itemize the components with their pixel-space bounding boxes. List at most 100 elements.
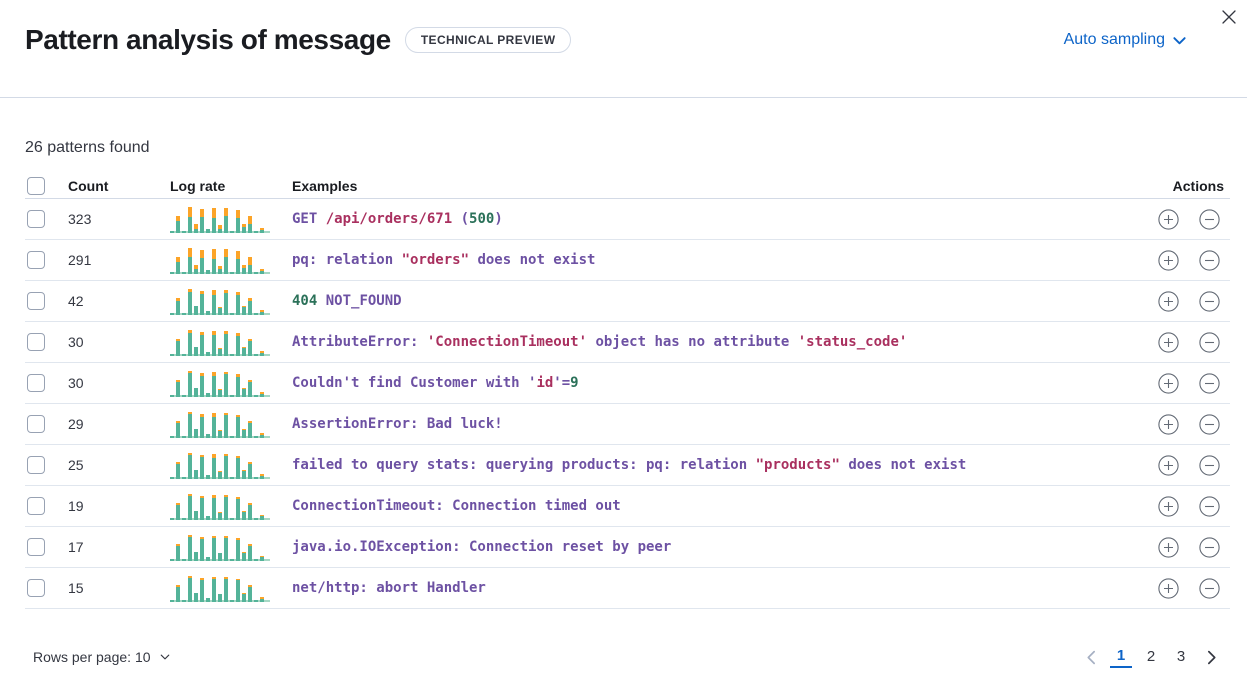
sparkline-bar (212, 207, 216, 233)
sparkline-bar (200, 290, 204, 315)
sparkline-bar (194, 551, 198, 561)
sparkline-bar (194, 264, 198, 274)
example-text: net/http: abort Handler (292, 580, 486, 596)
row-checkbox-cell (25, 333, 68, 351)
sparkline-bar (188, 493, 192, 520)
sparkline-bar (260, 268, 264, 274)
sparkline-bar (194, 592, 198, 602)
sparkline-bar (176, 256, 180, 274)
count-value: 29 (68, 416, 84, 432)
row-checkbox[interactable] (27, 456, 45, 474)
filter-out-pattern-button[interactable] (1199, 413, 1220, 435)
filter-out-pattern-button[interactable] (1199, 372, 1220, 394)
filter-out-pattern-button[interactable] (1199, 249, 1220, 271)
sparkline-bar (242, 264, 246, 274)
filter-out-pattern-button[interactable] (1199, 290, 1220, 312)
sparkline-bar (200, 495, 204, 520)
row-checkbox[interactable] (27, 538, 45, 556)
select-all-cell (25, 177, 68, 195)
filter-for-pattern-button[interactable] (1158, 577, 1179, 599)
sparkline-bar (212, 289, 216, 315)
plus-in-circle-icon (1158, 208, 1179, 230)
log-rate-sparkline (170, 370, 270, 397)
sparkline-bar (224, 248, 228, 274)
sparkline-bar (200, 331, 204, 356)
sparkline-bar (200, 536, 204, 561)
filter-out-pattern-button[interactable] (1199, 454, 1220, 476)
page-1-button[interactable]: 1 (1110, 646, 1132, 668)
log-rate-sparkline (170, 411, 270, 438)
sparkline-bar (212, 494, 216, 520)
filter-for-pattern-button[interactable] (1158, 331, 1179, 353)
sparkline-bar (188, 411, 192, 438)
row-checkbox[interactable] (27, 374, 45, 392)
sparkline-bar (248, 297, 252, 315)
row-checkbox[interactable] (27, 333, 45, 351)
sparkline-bar (224, 535, 228, 561)
rows-per-page-button[interactable]: Rows per page: 10 (25, 649, 171, 665)
filter-for-pattern-button[interactable] (1158, 413, 1179, 435)
sparkline-bar (254, 435, 258, 438)
filter-out-pattern-button[interactable] (1199, 331, 1220, 353)
sparkline-bar (224, 453, 228, 479)
row-actions (1112, 454, 1230, 476)
sparkline-bar (230, 476, 234, 479)
filter-out-pattern-button[interactable] (1199, 577, 1220, 599)
row-checkbox[interactable] (27, 497, 45, 515)
example-text: pq: relation "orders" does not exist (292, 252, 596, 268)
sparkline-bar (218, 593, 222, 602)
sparkline-bar (248, 338, 252, 356)
filter-for-pattern-button[interactable] (1158, 208, 1179, 230)
row-checkbox[interactable] (27, 579, 45, 597)
count-value: 19 (68, 498, 84, 514)
sparkline-bar (236, 414, 240, 438)
sparkline-bar (182, 476, 186, 479)
row-checkbox[interactable] (27, 292, 45, 310)
sparkline-bar (188, 206, 192, 233)
filter-for-pattern-button[interactable] (1158, 290, 1179, 312)
previous-page-button[interactable] (1080, 646, 1102, 668)
filter-out-pattern-button[interactable] (1199, 208, 1220, 230)
filter-for-pattern-button[interactable] (1158, 249, 1179, 271)
sparkline-bar (224, 289, 228, 315)
sparkline-bar (206, 310, 210, 315)
sampling-menu-button[interactable]: Auto sampling (1064, 31, 1187, 49)
log-rate-cell (170, 575, 292, 602)
sparkline-bar (170, 517, 174, 520)
row-checkbox[interactable] (27, 415, 45, 433)
row-checkbox[interactable] (27, 210, 45, 228)
column-header-actions: Actions (1172, 178, 1224, 194)
sparkline-bar (242, 469, 246, 479)
row-checkbox[interactable] (27, 251, 45, 269)
plus-in-circle-icon (1158, 454, 1179, 476)
sparkline-bar (254, 230, 258, 233)
filter-for-pattern-button[interactable] (1158, 372, 1179, 394)
sparkline-bar (182, 353, 186, 356)
next-page-button[interactable] (1200, 646, 1222, 668)
page-2-button[interactable]: 2 (1146, 648, 1156, 665)
filter-for-pattern-button[interactable] (1158, 536, 1179, 558)
minus-in-circle-icon (1199, 249, 1220, 271)
example-text: failed to query stats: querying products… (292, 457, 967, 473)
sparkline-bar (188, 452, 192, 479)
minus-in-circle-icon (1199, 495, 1220, 517)
row-actions (1112, 249, 1230, 271)
filter-for-pattern-button[interactable] (1158, 495, 1179, 517)
page-3-button[interactable]: 3 (1176, 648, 1186, 665)
filter-out-pattern-button[interactable] (1199, 536, 1220, 558)
row-checkbox-cell (25, 210, 68, 228)
close-button[interactable] (1217, 5, 1241, 29)
row-checkbox-cell (25, 292, 68, 310)
filter-out-pattern-button[interactable] (1199, 495, 1220, 517)
sparkline-bar (218, 511, 222, 520)
select-all-checkbox[interactable] (27, 177, 45, 195)
sparkline-bar (254, 353, 258, 356)
filter-for-pattern-button[interactable] (1158, 454, 1179, 476)
sparkline-bar (260, 596, 264, 602)
sparkline-bar (170, 394, 174, 397)
row-actions (1112, 577, 1230, 599)
sparkline-bar (182, 435, 186, 438)
